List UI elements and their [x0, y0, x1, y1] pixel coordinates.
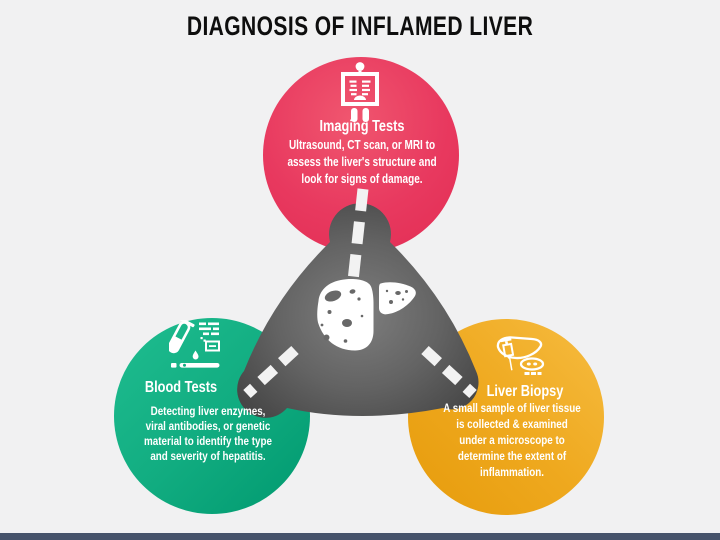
desc-line: A small sample of liver tissue — [443, 401, 581, 415]
xray-scan-icon — [341, 62, 379, 122]
liver-biopsy-icon — [496, 336, 545, 375]
liver-icon — [317, 279, 416, 351]
node-desc-imaging-tests: Ultrasound, CT scan, or MRI to assess th… — [282, 137, 442, 188]
desc-line: material to identify the type — [144, 434, 272, 448]
desc-line: viral antibodies, or genetic — [145, 419, 271, 433]
desc-line: assess the liver's structure and — [287, 155, 437, 169]
desc-line: inflammation. — [480, 465, 544, 479]
desc-line: is collected & examined — [456, 417, 568, 431]
page-title-text: DIAGNOSIS OF INFLAMED LIVER — [186, 11, 534, 41]
desc-line: under a microscope to — [459, 433, 565, 447]
desc-line: Ultrasound, CT scan, or MRI to — [288, 138, 436, 152]
footer-bar — [0, 533, 720, 540]
desc-line: look for signs of damage. — [301, 172, 423, 186]
desc-line: Detecting liver enzymes, — [150, 404, 266, 418]
page-title: DIAGNOSIS OF INFLAMED LIVER — [0, 11, 720, 42]
desc-line: and severity of hepatitis. — [150, 449, 266, 463]
desc-line: determine the extent of — [457, 449, 567, 463]
blood-test-icon — [169, 320, 220, 368]
node-desc-liver-biopsy: A small sample of liver tissue is collec… — [432, 400, 592, 480]
node-title-imaging-tests: Imaging Tests — [319, 118, 405, 135]
node-title-liver-biopsy: Liver Biopsy — [486, 383, 564, 400]
node-title-blood-tests: Blood Tests — [144, 379, 218, 396]
node-desc-blood-tests: Detecting liver enzymes, viral antibodie… — [128, 404, 288, 464]
